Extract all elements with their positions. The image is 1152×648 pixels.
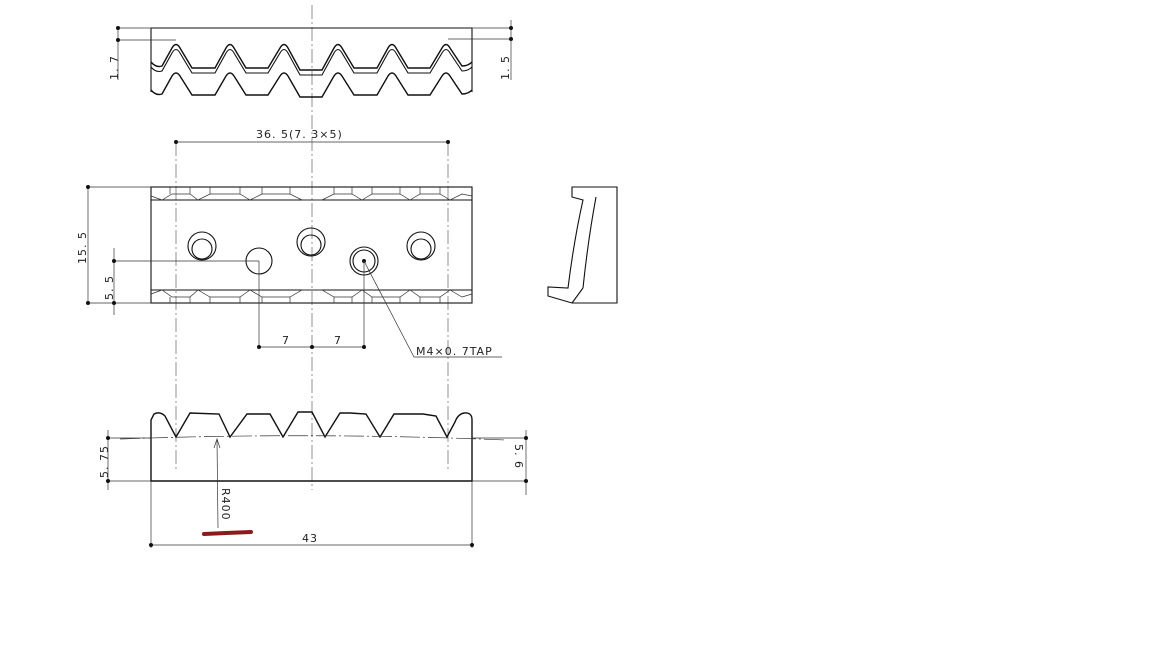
dim-r400: R400 [219, 488, 232, 521]
side-view [547, 186, 618, 304]
dim-15-5: 15. 5 [76, 231, 89, 264]
tap-note: M4×0. 7TAP [416, 345, 493, 358]
top-view: 1. 7 1. 5 [108, 20, 513, 98]
dim-5-5: 5. 5 [103, 275, 116, 300]
dim-1-7: 1. 7 [108, 55, 121, 80]
dim-5-6: 5. 6 [512, 444, 525, 469]
red-markup-stroke [202, 530, 253, 536]
dim-43: 43 [302, 532, 318, 545]
dim-pitch: 36. 5(7. 3×5) [256, 128, 343, 141]
dim-spacing-right: 7 [334, 334, 342, 347]
dim-5-75: 5. 75 [98, 445, 111, 478]
holes [187, 227, 436, 276]
front-view: 36. 5(7. 3×5) 15. 5 5. 5 7 7 M4×0. 7TAP [76, 128, 502, 358]
dim-spacing-left: 7 [282, 334, 290, 347]
bottom-view: 5. 75 5. 6 R400 43 [98, 411, 528, 548]
dim-1-5: 1. 5 [499, 55, 512, 80]
